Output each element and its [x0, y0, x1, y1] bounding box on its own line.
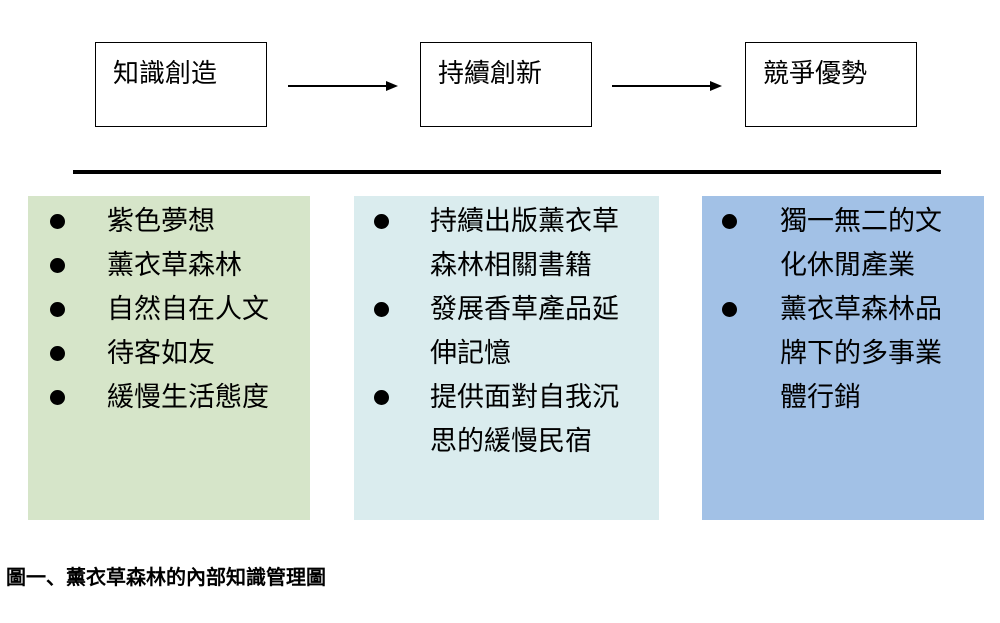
list-item-text: 薰衣草森林 — [107, 250, 242, 281]
bullet-icon — [374, 302, 389, 317]
bullet-icon — [50, 258, 65, 273]
bullet-list: 持續出版薰衣草森林相關書籍 發展香草產品延伸記憶 提供面對自我沉思的緩慢民宿 — [374, 200, 657, 464]
list-item-text: 薰衣草森林品牌下的多事業體行銷 — [780, 294, 942, 413]
bullet-icon — [50, 390, 65, 405]
list-item-text: 提供面對自我沉思的緩慢民宿 — [430, 382, 619, 457]
list-item: 持續出版薰衣草森林相關書籍 — [374, 200, 639, 288]
panel-competitive-advantage: 獨一無二的文化休閒產業 薰衣草森林品牌下的多事業體行銷 — [702, 196, 984, 520]
stage-box-competitive-advantage: 競爭優勢 — [745, 42, 917, 127]
stage-label: 競爭優勢 — [763, 59, 868, 89]
panel-knowledge-creation: 紫色夢想 薰衣草森林 自然自在人文 待客如友 緩慢生活態度 — [28, 196, 310, 520]
arrow-right-icon — [612, 81, 722, 91]
stage-label: 知識創造 — [113, 59, 218, 89]
list-item-text: 紫色夢想 — [107, 206, 215, 237]
horizontal-divider — [73, 170, 941, 174]
stage-box-continuous-innovation: 持續創新 — [420, 42, 592, 127]
stage-box-knowledge-creation: 知識創造 — [95, 42, 267, 127]
list-item-text: 自然自在人文 — [107, 294, 269, 325]
bullet-icon — [722, 214, 737, 229]
list-item-text: 待客如友 — [107, 338, 215, 369]
list-item-text: 緩慢生活態度 — [107, 382, 269, 413]
bullet-list: 獨一無二的文化休閒產業 薰衣草森林品牌下的多事業體行銷 — [722, 200, 982, 420]
bullet-icon — [722, 302, 737, 317]
list-item: 待客如友 — [50, 332, 310, 376]
arrow-right-icon — [288, 81, 398, 91]
list-item: 緩慢生活態度 — [50, 376, 310, 420]
arrow-right — [612, 76, 724, 96]
bullet-icon — [50, 302, 65, 317]
list-item: 提供面對自我沉思的緩慢民宿 — [374, 376, 639, 464]
bullet-list: 紫色夢想 薰衣草森林 自然自在人文 待客如友 緩慢生活態度 — [50, 200, 310, 420]
bullet-icon — [374, 390, 389, 405]
list-item: 紫色夢想 — [50, 200, 310, 244]
stage-label: 持續創新 — [438, 59, 543, 89]
list-item: 發展香草產品延伸記憶 — [374, 288, 639, 376]
panel-continuous-innovation: 持續出版薰衣草森林相關書籍 發展香草產品延伸記憶 提供面對自我沉思的緩慢民宿 — [354, 196, 659, 520]
list-item-text: 持續出版薰衣草森林相關書籍 — [430, 206, 619, 281]
bullet-icon — [374, 214, 389, 229]
list-item-text: 獨一無二的文化休閒產業 — [780, 206, 942, 281]
bullet-icon — [50, 214, 65, 229]
list-item: 薰衣草森林品牌下的多事業體行銷 — [722, 288, 958, 420]
bullet-icon — [50, 346, 65, 361]
list-item: 自然自在人文 — [50, 288, 310, 332]
list-item: 獨一無二的文化休閒產業 — [722, 200, 958, 288]
figure-caption: 圖一、薰衣草森林的內部知識管理圖 — [6, 565, 326, 589]
list-item: 薰衣草森林 — [50, 244, 310, 288]
list-item-text: 發展香草產品延伸記憶 — [430, 294, 619, 369]
arrow-right — [288, 76, 400, 96]
